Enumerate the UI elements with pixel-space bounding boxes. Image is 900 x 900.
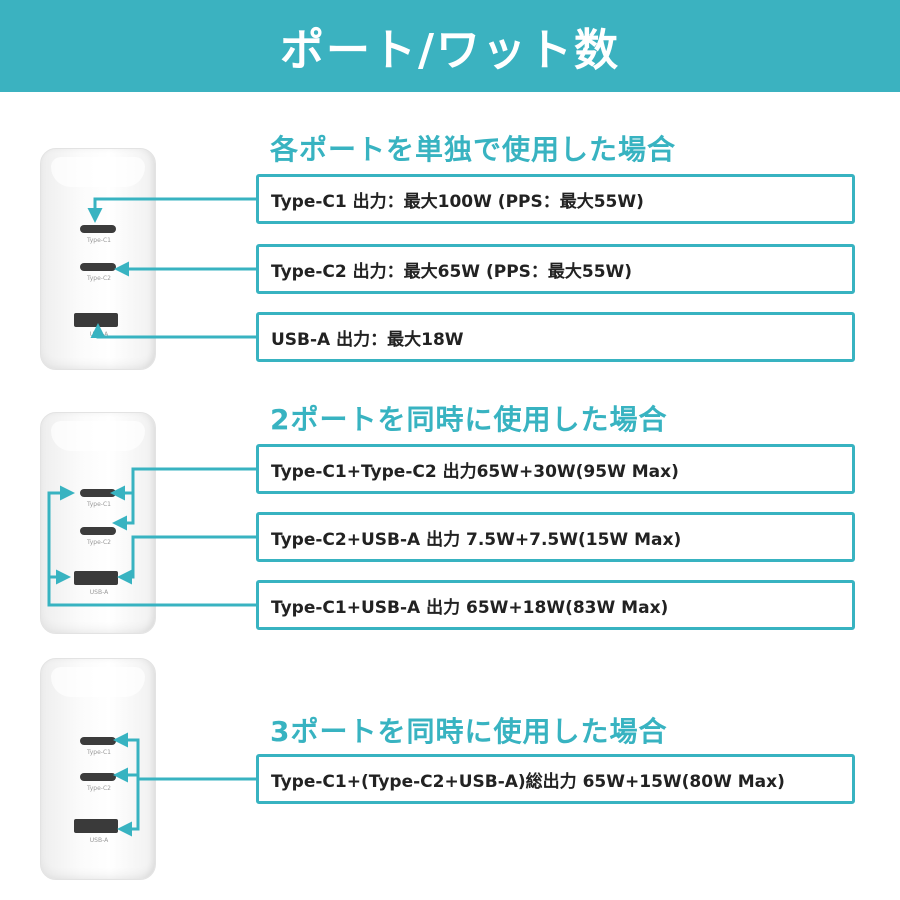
usb-c1-port-icon [80, 225, 116, 233]
port-label-usb-a: USB-A [89, 837, 109, 844]
page-title: ポート/ワット数 [279, 25, 621, 76]
usb-c1-port-icon [80, 737, 116, 745]
spec-text: Type-C1+Type-C2 出力65W+30W(95W Max) [271, 461, 679, 482]
usb-a-port-icon [74, 313, 118, 327]
title-banner: ポート/ワット数 [0, 0, 900, 92]
arrow-total-usba [117, 779, 140, 837]
spec-box-c1-single: Type-C1 出力：最大100W (PPS：最大55W) [256, 174, 855, 224]
port-label-c1: Type-C1 [87, 237, 111, 244]
usb-c2-port-icon [80, 263, 116, 271]
spec-box-three-port: Type-C1+(Type-C2+USB-A)総出力 65W+15W(80W M… [256, 754, 855, 804]
spec-text: Type-C2 出力：最大65W (PPS：最大55W) [271, 261, 633, 282]
arrow-pair-c1-usba [47, 485, 256, 607]
charger-image-two-port: Type-C1 Type-C2 USB-A [40, 412, 156, 634]
spec-text: Type-C1+USB-A 出力 65W+18W(83W Max) [271, 597, 669, 618]
spec-text: USB-A 出力：最大18W [271, 329, 464, 350]
arrow-to-usba-single [90, 323, 256, 339]
section-heading-three-port: 3ポートを同時に使用した場合 [270, 715, 668, 748]
port-label-c2: Type-C2 [87, 785, 111, 792]
spec-text: Type-C1+(Type-C2+USB-A)総出力 65W+15W(80W M… [271, 771, 785, 792]
usb-c2-port-icon [80, 527, 116, 535]
arrow-total-three [113, 732, 256, 781]
spec-box-c1-c2: Type-C1+Type-C2 出力65W+30W(95W Max) [256, 444, 855, 494]
spec-box-usba-single: USB-A 出力：最大18W [256, 312, 855, 362]
usb-a-port-icon [74, 819, 118, 833]
section-heading-single-port: 各ポートを単独で使用した場合 [270, 133, 677, 166]
usb-c1-port-icon [80, 489, 116, 497]
section-heading-two-port: 2ポートを同時に使用した場合 [270, 403, 668, 436]
spec-text: Type-C2+USB-A 出力 7.5W+7.5W(15W Max) [271, 529, 682, 550]
usb-c2-port-icon [80, 773, 116, 781]
port-label-c2: Type-C2 [87, 539, 111, 546]
spec-box-c2-single: Type-C2 出力：最大65W (PPS：最大55W) [256, 244, 855, 294]
arrow-pair-c2-usba [117, 535, 256, 585]
port-label-c2: Type-C2 [87, 275, 111, 282]
port-label-c1: Type-C1 [87, 749, 111, 756]
charger-image-single: Type-C1 Type-C2 USB-A [40, 148, 156, 370]
port-label-usb-a: USB-A [89, 589, 109, 596]
arrow-pair-c1-c2 [112, 467, 256, 531]
port-label-c1: Type-C1 [87, 501, 111, 508]
spec-box-c2-usba: Type-C2+USB-A 出力 7.5W+7.5W(15W Max) [256, 512, 855, 562]
arrow-to-c1-single [87, 197, 256, 223]
spec-box-c1-usba: Type-C1+USB-A 出力 65W+18W(83W Max) [256, 580, 855, 630]
spec-text: Type-C1 出力：最大100W (PPS：最大55W) [271, 191, 644, 212]
usb-a-port-icon [74, 571, 118, 585]
